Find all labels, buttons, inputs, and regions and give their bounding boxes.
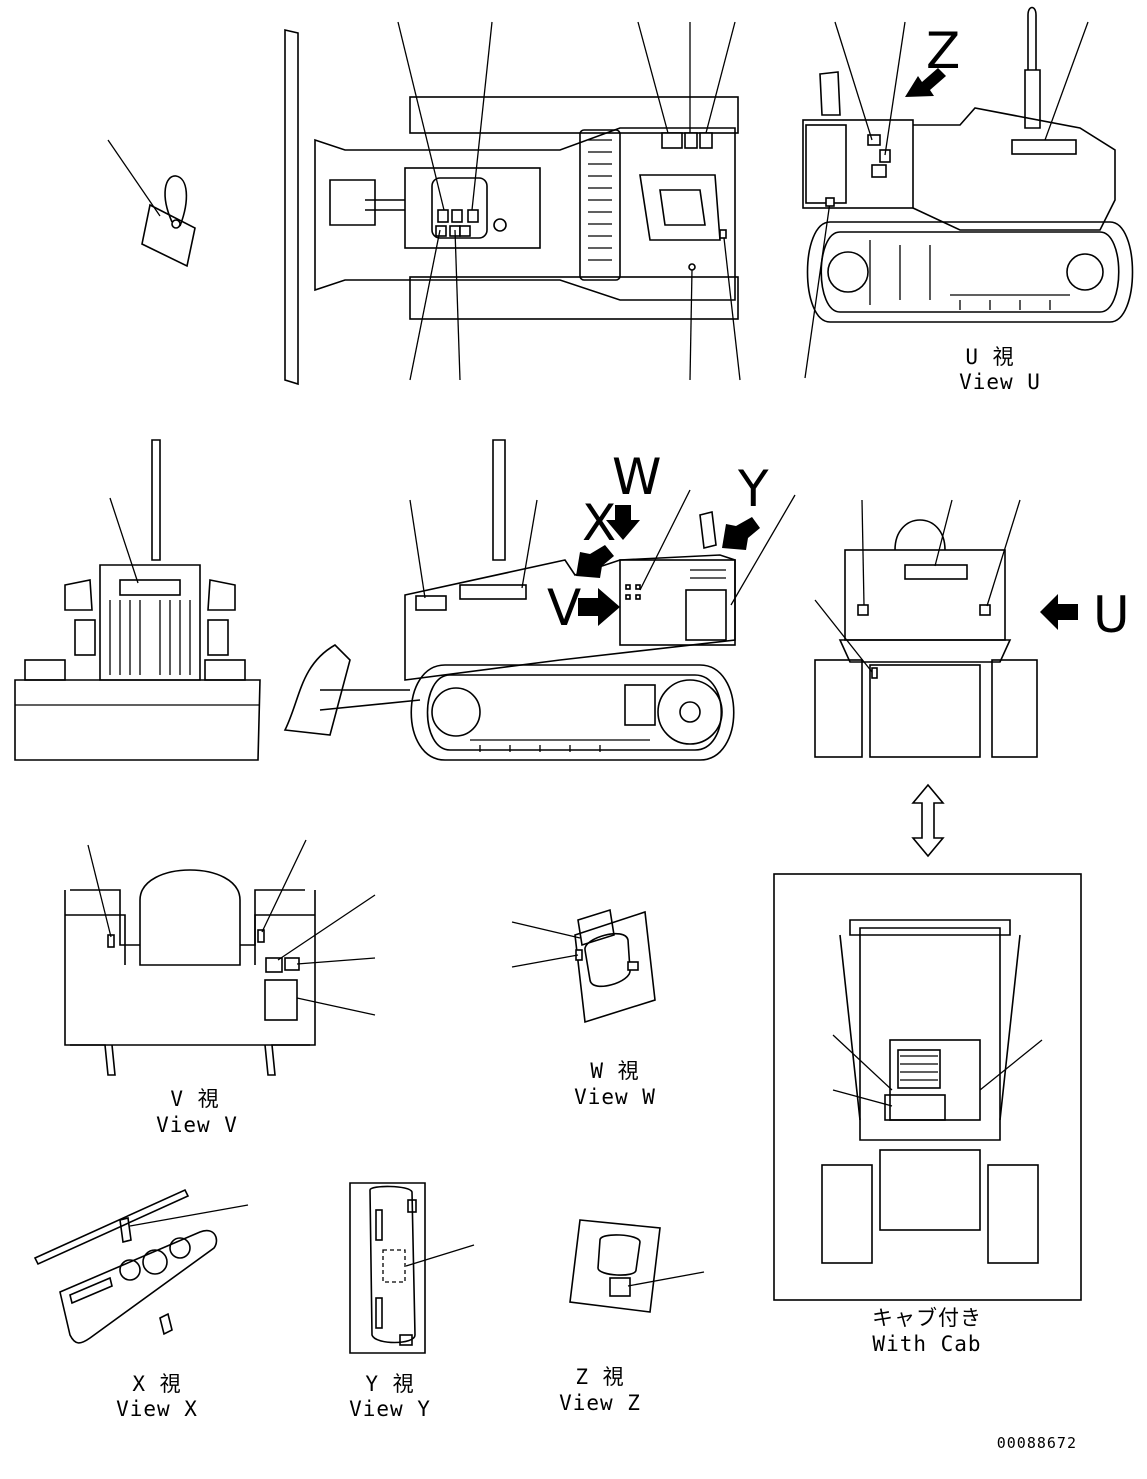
arrow-letter-v: V	[547, 579, 581, 637]
view-v-label-jp: V 視	[170, 1087, 219, 1111]
view-w-label-jp: W 視	[590, 1059, 639, 1083]
arrow-letter-z: Z	[926, 22, 960, 80]
cab-label-jp: キャブ付き	[872, 1306, 982, 1330]
view-v-drawing: V 視 View V	[64, 839, 376, 1137]
hanging-tag-decal	[107, 139, 196, 268]
arrow-letter-w: W	[612, 448, 661, 506]
drawing-number: 00088672	[997, 1434, 1077, 1452]
view-x-label-en: View X	[116, 1397, 198, 1421]
view-x-drawing: X 視 View X	[33, 1188, 249, 1421]
double-arrow-icon	[911, 783, 945, 858]
view-u-label-jp: U 視	[965, 345, 1014, 369]
arrow-letter-x: X	[582, 494, 616, 552]
view-y-label-en: View Y	[349, 1397, 431, 1421]
front-view-machine	[14, 439, 261, 761]
view-z-drawing: Z 視 View Z	[559, 1219, 705, 1415]
arrow-letter-y: Y	[737, 460, 769, 518]
view-u-label-en: View U	[959, 370, 1041, 394]
engine-grille	[579, 129, 621, 281]
side-view-machine: W X Y V	[283, 439, 796, 761]
view-w-drawing: W 視 View W	[511, 908, 656, 1109]
view-z-label-en: View Z	[559, 1391, 641, 1415]
rear-view-machine: U	[814, 499, 1130, 758]
view-x-label-jp: X 視	[132, 1372, 181, 1396]
top-view-machine	[284, 21, 741, 386]
view-u-drawing: Z U 視 View U	[802, 6, 1134, 394]
arrow-letter-u: U	[1093, 586, 1130, 644]
with-cab-drawing: キャブ付き With Cab	[773, 873, 1082, 1356]
view-y-label-jp: Y 視	[365, 1372, 414, 1396]
view-y-drawing: Y 視 View Y	[349, 1182, 475, 1421]
view-z-label-jp: Z 視	[575, 1365, 624, 1389]
cab-label-en: With Cab	[872, 1332, 981, 1356]
view-w-label-en: View W	[574, 1085, 656, 1109]
view-v-label-en: View V	[156, 1113, 238, 1137]
